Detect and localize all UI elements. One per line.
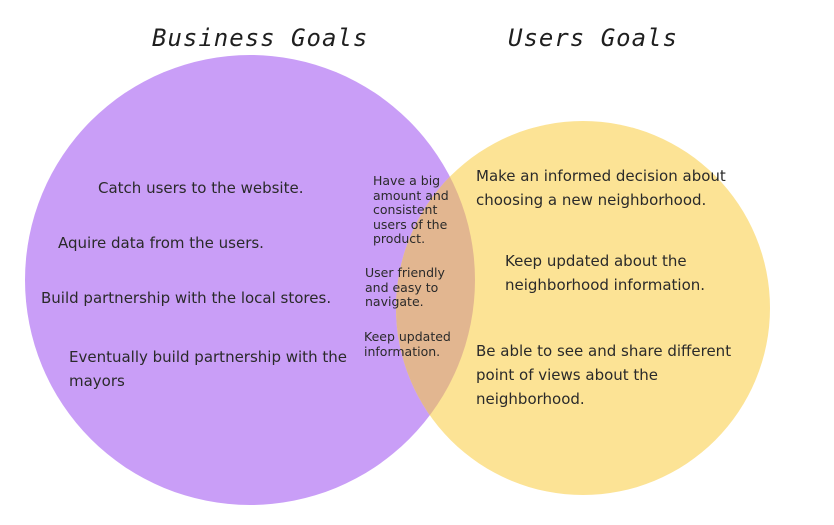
- user-goal-item: Be able to see and share different point…: [476, 342, 732, 408]
- user-goal-item: Keep updated about the neighborhood info…: [505, 252, 706, 294]
- users-goals-circle: [396, 121, 770, 495]
- business-goal-item: Catch users to the website.: [98, 179, 304, 197]
- business-goals-heading: Business Goals: [152, 24, 369, 52]
- business-goals-circle: [25, 55, 475, 505]
- business-goal-item: Aquire data from the users.: [58, 234, 264, 252]
- shared-goal-item: User friendly and easy to navigate.: [365, 265, 445, 309]
- user-goal-item: Make an informed decision about choosing…: [476, 167, 726, 209]
- business-goal-item: Build partnership with the local stores.: [41, 289, 332, 307]
- users-goals-heading: Users Goals: [508, 24, 678, 52]
- shared-goal-item: Keep updated information.: [364, 329, 451, 359]
- business-goal-item: Eventually build partnership with the ma…: [69, 348, 347, 390]
- shared-goal-item: Have a big amount and consistent users o…: [373, 173, 449, 246]
